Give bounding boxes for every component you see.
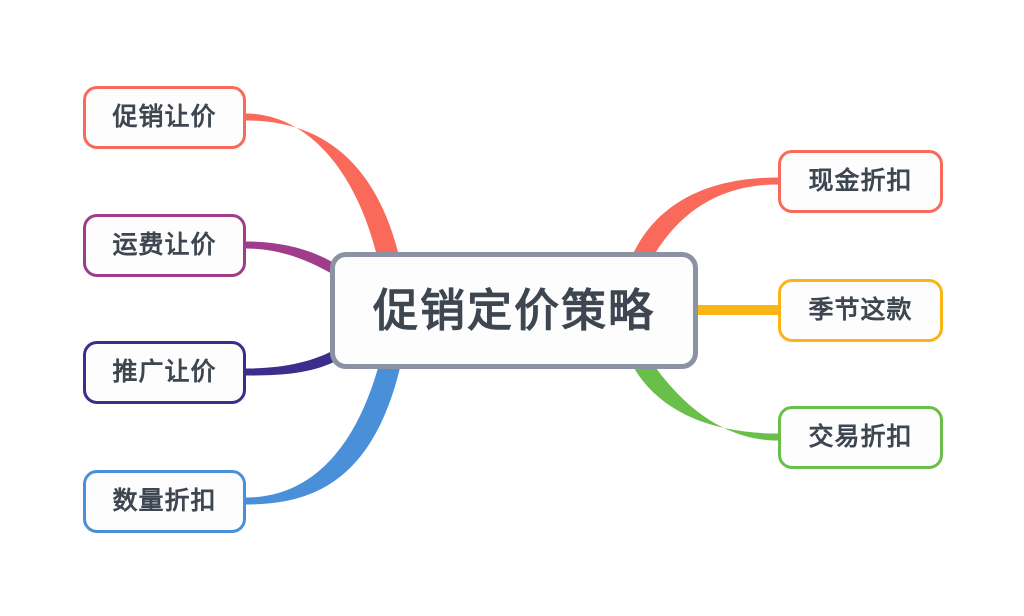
node-label: 促销让价 xyxy=(112,103,217,131)
node-seasonal-discount[interactable]: 季节这款 xyxy=(778,279,943,342)
central-node-promotional-pricing-strategy[interactable]: 促销定价策略 xyxy=(330,252,698,369)
central-node-label: 促销定价策略 xyxy=(372,285,655,336)
connector-right-1 xyxy=(634,177,778,252)
node-label: 推广让价 xyxy=(112,358,217,386)
connector-left-3 xyxy=(246,350,334,376)
connector-left-4 xyxy=(246,368,400,505)
node-cash-discount[interactable]: 现金折扣 xyxy=(778,150,943,213)
node-trade-discount[interactable]: 交易折扣 xyxy=(778,406,943,469)
node-quantity-discount[interactable]: 数量折扣 xyxy=(83,470,246,533)
node-label: 数量折扣 xyxy=(112,487,217,515)
connector-left-1 xyxy=(246,113,398,252)
node-freight-price-reduction[interactable]: 运费让价 xyxy=(83,214,246,277)
node-promotion-allowance[interactable]: 推广让价 xyxy=(83,341,246,404)
node-label: 交易折扣 xyxy=(808,423,913,451)
connector-right-3 xyxy=(634,368,778,441)
node-label: 现金折扣 xyxy=(808,167,913,195)
node-promotion-price-reduction[interactable]: 促销让价 xyxy=(83,86,246,149)
node-label: 运费让价 xyxy=(112,231,217,259)
connector-left-2 xyxy=(246,241,334,275)
connector-right-2 xyxy=(690,305,778,315)
node-label: 季节这款 xyxy=(808,296,913,324)
